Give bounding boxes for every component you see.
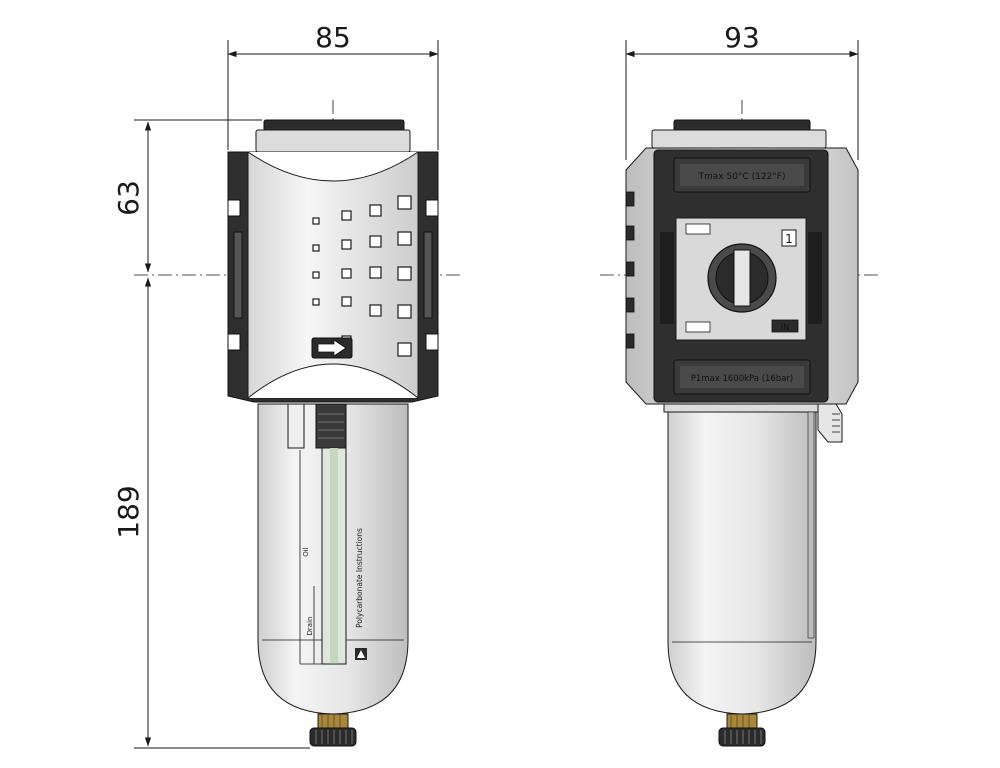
front-view: Oil Drain Polycarbonate Instructions <box>227 119 439 747</box>
oil-marking: Oil <box>302 547 310 556</box>
bowl-instructions-text: Polycarbonate Instructions <box>355 528 364 628</box>
side-bowl <box>663 403 843 747</box>
flow-arrow-icon <box>317 339 347 357</box>
bowl-height-value: 189 <box>112 485 145 538</box>
side-view: Tmax 50°C (122°F) P1max 1600kPa (16bar) … <box>625 119 859 747</box>
front-head <box>227 151 439 403</box>
indicator-squares <box>312 195 412 357</box>
port-in-label: IN <box>781 323 789 332</box>
front-bowl: Oil Drain Polycarbonate Instructions <box>257 403 409 747</box>
pressure-rating-label: P1max 1600kPa (16bar) <box>691 374 794 384</box>
side-drain-knob <box>718 727 766 747</box>
side-head: Tmax 50°C (122°F) P1max 1600kPa (16bar) … <box>625 147 859 405</box>
drain-fitting <box>317 713 349 729</box>
side-width-value: 93 <box>724 21 760 54</box>
drain-knob <box>309 727 357 747</box>
port-number-label: 1 <box>785 232 793 246</box>
head-height-value: 63 <box>112 180 145 216</box>
front-width-value: 85 <box>315 21 351 54</box>
dimension-lines <box>134 40 859 749</box>
drain-marking: Drain <box>306 617 314 636</box>
bowl-release-tab <box>817 403 843 443</box>
temperature-rating-label: Tmax 50°C (122°F) <box>698 172 786 182</box>
